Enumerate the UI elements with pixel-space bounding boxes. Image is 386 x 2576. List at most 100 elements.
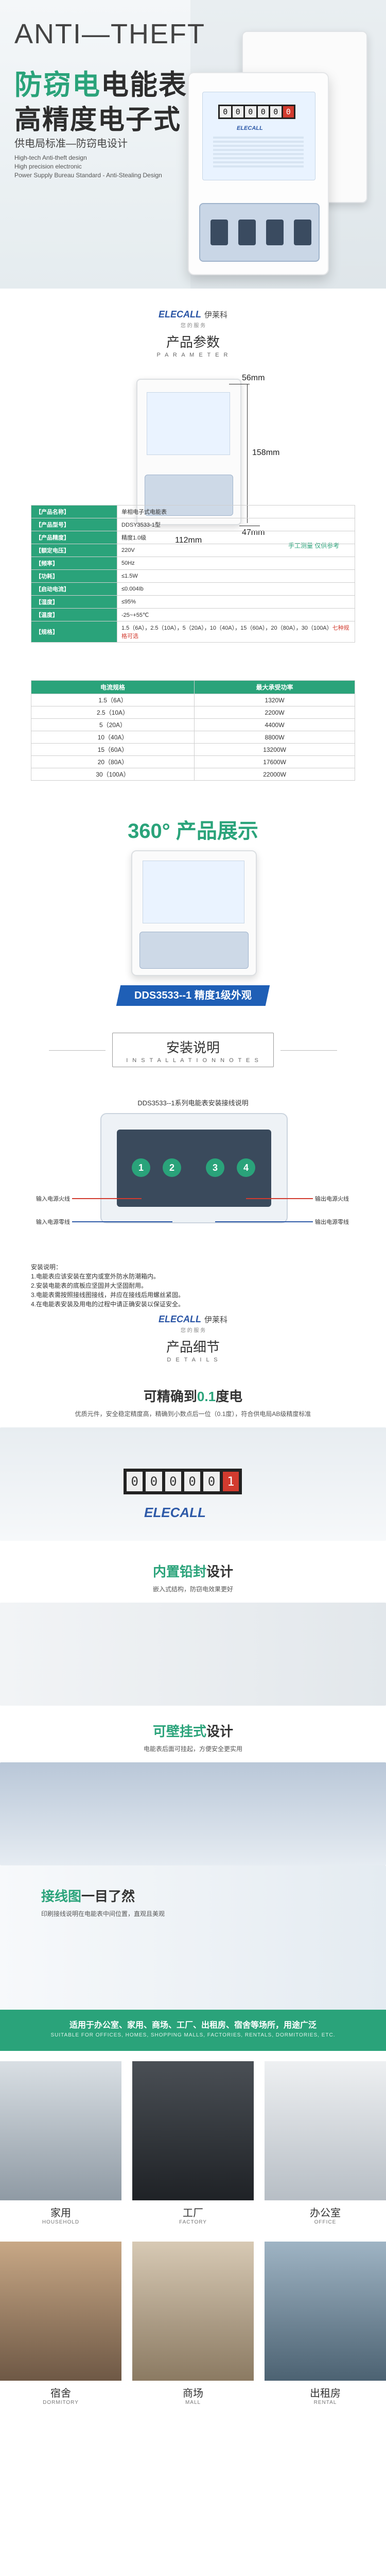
spec-value: ≤0.004Ib bbox=[117, 582, 355, 596]
note-line: 3.电能表需按照接线图接线，并应在接线后用螺丝紧固。 bbox=[31, 1291, 185, 1299]
load-row: 1.5（6A）1320W bbox=[30, 694, 355, 706]
detail-title-pre: 可精确到 bbox=[143, 1389, 197, 1404]
meter-display-window: 0 0 0 0 0 0 ELECALL bbox=[202, 92, 315, 180]
meter-display-window bbox=[143, 861, 244, 923]
meter-digit: 0 bbox=[165, 1472, 181, 1491]
app-card-home: 家用 HOUSEHOLD bbox=[0, 2061, 121, 2242]
spec-value: 单相电子式电能表 bbox=[117, 505, 355, 518]
terminal-hole bbox=[210, 220, 228, 245]
app-card-factory: 工厂 FACTORY bbox=[132, 2061, 254, 2242]
load-cell: 1320W bbox=[194, 694, 355, 706]
spec-table: 【产品名称】单相电子式电能表【产品型号】DDSY3533-1型【产品精度】精度1… bbox=[31, 505, 355, 643]
meter-brand-logo: ELECALL bbox=[144, 1505, 206, 1520]
spec-value-text: -25~+55℃ bbox=[121, 612, 149, 618]
dimension-height: 158mm bbox=[252, 448, 280, 457]
detail-title-post: 设计 bbox=[206, 1724, 234, 1739]
spec-key: 【产品精度】 bbox=[31, 531, 117, 544]
app-card-office: 办公室 OFFICE bbox=[265, 2061, 386, 2242]
app-label-zh: 出租房 bbox=[310, 2388, 341, 2399]
section-title-box: 安装说明 I N S T A L L A T I O N N O T E S bbox=[49, 1033, 337, 1067]
app-label-zh: 家用 bbox=[50, 2208, 71, 2219]
details-header: ELECALL 伊莱科 您 的 服 务 产品细节 D E T A I L S bbox=[0, 1309, 386, 1363]
spec-value-highlight: 七种规格可选 bbox=[121, 625, 349, 639]
section-title-en: P A R A M E T E R bbox=[156, 352, 230, 358]
hero-en-line: Power Supply Bureau Standard - Anti-Stea… bbox=[14, 172, 162, 179]
app-label-en: MALL bbox=[185, 2400, 201, 2405]
load-cell: 1.5（6A） bbox=[30, 694, 195, 706]
load-cell: 17600W bbox=[194, 755, 355, 768]
app-label-zh: 宿舍 bbox=[50, 2388, 71, 2399]
detail-title: 可壁挂式设计 bbox=[0, 1721, 386, 1740]
load-cell: 2.5（10A） bbox=[30, 706, 195, 719]
title-360-text: 产品展示 bbox=[176, 820, 258, 843]
app-photo bbox=[132, 2061, 254, 2200]
wire-live-out bbox=[246, 1198, 313, 1199]
detail-description: 嵌入式结构，防窃电效果更好 bbox=[152, 1586, 233, 1593]
spec-row: 【额定电压】220V bbox=[31, 544, 355, 557]
installation-notes: 安装说明： 1.电能表应该安装在室内或室外防水防潮箱内。 2.安装电能表的底板应… bbox=[31, 1262, 355, 1309]
spec-value: 精度1.0级 bbox=[117, 531, 355, 544]
detail-description: 印刷接线说明在电能表中间位置，直观且美观 bbox=[41, 1910, 165, 1917]
spec-row: 【产品型号】DDSY3533-1型 bbox=[31, 518, 355, 531]
detail-title-green: 可壁挂式 bbox=[152, 1724, 206, 1739]
app-label: 宿舍 DORMITORY bbox=[0, 2381, 121, 2412]
brand-logo-zh: 伊莱科 bbox=[204, 311, 227, 319]
spec-row: 【规格】1.5（6A），2.5（10A），5（20A），10（40A），15（6… bbox=[31, 621, 355, 643]
load-table-header: 电流规格 最大承受功率 bbox=[30, 680, 355, 694]
load-cell: 5（20A） bbox=[30, 718, 195, 731]
spec-value: -25~+55℃ bbox=[117, 608, 355, 621]
load-row: 20（80A）17600W bbox=[30, 755, 355, 768]
spec-row: 【功耗】≤1.5W bbox=[31, 569, 355, 583]
notes-title: 安装说明： bbox=[31, 1264, 62, 1271]
meter-nameplate bbox=[213, 137, 304, 167]
section-title-en: I N S T A L L A T I O N N O T E S bbox=[126, 1057, 260, 1064]
spec-key: 【规格】 bbox=[31, 621, 117, 643]
title-360-number: 360° bbox=[128, 820, 170, 843]
load-header-cell: 电流规格 bbox=[30, 680, 195, 694]
terminal-hole bbox=[294, 220, 311, 245]
applications-banner-title: 适用于办公室、家用、商场、工厂、出租房、宿舍等场所，用途广泛 bbox=[69, 2021, 317, 2030]
installation-section: 安装说明 I N S T A L L A T I O N N O T E S D… bbox=[0, 1020, 386, 1309]
hero-subtitle: 供电局标准—防窃电设计 bbox=[14, 138, 128, 149]
section-title: 产品参数 bbox=[166, 334, 220, 350]
hero-title-line1: 防窃电电能表 bbox=[14, 62, 187, 103]
detail-title-post: 一目了然 bbox=[81, 1889, 135, 1904]
meter-digit-counter: 0 0 0 0 0 0 bbox=[218, 105, 295, 119]
meter-image-front: 0 0 0 0 0 0 ELECALL bbox=[188, 72, 329, 275]
load-row: 5（20A）4400W bbox=[30, 718, 355, 731]
detail-description: 电能表后面可挂起，方便安全更实用 bbox=[143, 1745, 242, 1753]
app-label: 家用 HOUSEHOLD bbox=[0, 2200, 121, 2231]
spec-value-text: 精度1.0级 bbox=[121, 535, 147, 541]
detail-precision: 可精确到0.1度电 优质元件，安全稳定精度高，精确到小数点后一位（0.1度），符… bbox=[0, 1386, 386, 1418]
app-photo bbox=[132, 2242, 254, 2381]
product-360-section: 360° 产品展示 DDS3533--1 精度1级外观 bbox=[0, 804, 386, 1020]
hero-en-line: High precision electronic bbox=[14, 163, 82, 170]
meter-terminal-block bbox=[199, 203, 320, 262]
terminal-number-3: 3 bbox=[206, 1158, 224, 1177]
installation-header: 安装说明 I N S T A L L A T I O N N O T E S bbox=[0, 1020, 386, 1067]
app-label: 商场 MALL bbox=[132, 2381, 254, 2412]
wire-neutral-out bbox=[215, 1221, 313, 1222]
detail-title-green: 0.1 bbox=[197, 1389, 216, 1404]
spec-row: 【湿度】≤95% bbox=[31, 595, 355, 609]
spec-value-text: 单相电子式电能表 bbox=[121, 509, 167, 515]
app-label-en: DORMITORY bbox=[43, 2400, 79, 2405]
spec-value: 220V bbox=[117, 544, 355, 557]
hero-background bbox=[0, 0, 190, 289]
hero-title-rest: 电能表 bbox=[101, 70, 187, 100]
meter-digit: 0 bbox=[127, 1472, 143, 1491]
app-label: 工厂 FACTORY bbox=[132, 2200, 254, 2231]
hero-en-line: High-tech Anti-theft design bbox=[14, 154, 87, 161]
wiring-diagram-meter bbox=[100, 1113, 288, 1223]
meter-digit: 0 bbox=[184, 1472, 201, 1491]
meter-brand-logo: ELECALL bbox=[237, 125, 263, 131]
hero-anti-theft-title: ANTI—THEFT bbox=[14, 19, 205, 49]
applications-banner-en: SUITABLE FOR OFFICES, HOMES, SHOPPING MA… bbox=[50, 2032, 336, 2038]
detail-seal: 内置铅封设计 嵌入式结构，防窃电效果更好 bbox=[0, 1561, 386, 1593]
spec-key: 【功耗】 bbox=[31, 569, 117, 583]
terminal-number-2: 2 bbox=[163, 1158, 181, 1177]
brand-logo: ELECALL 伊莱科 bbox=[159, 309, 227, 320]
meter-digit-decimal: 0 bbox=[283, 106, 294, 117]
load-cell: 13200W bbox=[194, 743, 355, 756]
